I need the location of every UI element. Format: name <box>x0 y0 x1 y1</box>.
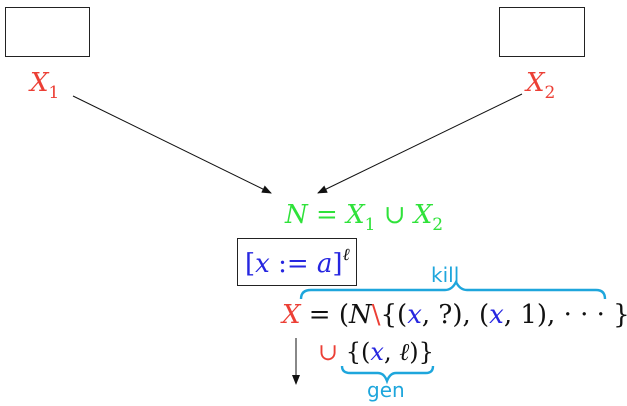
join-b-var: X <box>413 200 433 230</box>
assign-close: ] <box>332 249 343 279</box>
result-paren-open: ( <box>338 300 349 330</box>
x1-sub: 1 <box>48 83 60 103</box>
kill-x2: x <box>489 300 504 330</box>
assign-expr: a <box>316 249 333 279</box>
kill-set-open: {( <box>380 300 408 330</box>
gen-mid: , <box>383 338 400 366</box>
gen-x: x <box>370 338 384 366</box>
result-equation: X = (N\{(x, ?), (x, 1), · · · } ) <box>282 302 627 328</box>
kill-brace <box>299 279 607 300</box>
x1-var: X <box>30 68 49 98</box>
gen-union: ∪ <box>318 338 339 366</box>
gen-annotation: gen <box>367 378 405 402</box>
arrow-x2-to-join <box>317 93 523 194</box>
kill-x1: x <box>407 300 422 330</box>
arrow-x1-to-join <box>72 95 272 194</box>
block-x1-box <box>5 7 90 57</box>
join-lhs: N <box>285 200 308 230</box>
gen-brace <box>340 365 435 385</box>
kill-mid1: , ?), ( <box>421 300 490 330</box>
assign-var: x <box>255 249 270 279</box>
kill-mid2: , 1), · · · } <box>503 300 627 330</box>
join-eq: = <box>316 200 338 230</box>
gen-label: ℓ <box>399 338 410 366</box>
result-lhs: X <box>282 300 301 330</box>
assign-statement: [x := a]ℓ <box>245 245 350 279</box>
gen-open: {( <box>345 338 371 366</box>
kill-annotation: kill <box>431 263 460 287</box>
assign-box <box>237 238 357 286</box>
join-b-sub: 2 <box>432 215 444 235</box>
x2-sub: 2 <box>544 83 556 103</box>
block-x2-box <box>499 7 585 57</box>
result-eq: = <box>308 300 331 330</box>
assign-open: [ <box>245 249 256 279</box>
gen-expression: ∪ {(x, ℓ)} <box>318 340 434 364</box>
gen-close: )} <box>409 338 434 366</box>
join-a-var: X <box>346 200 365 230</box>
assign-op: := <box>278 249 309 279</box>
x2-var: X <box>526 68 545 98</box>
assign-label: ℓ <box>342 245 350 265</box>
join-equation: N = X1 ∪ X2 <box>285 202 443 234</box>
x1-label: X1 <box>30 70 59 102</box>
x2-label: X2 <box>526 70 555 102</box>
result-setminus: \ <box>371 300 381 330</box>
join-union: ∪ <box>383 200 406 230</box>
join-a-sub: 1 <box>364 215 376 235</box>
result-n: N <box>349 300 372 330</box>
